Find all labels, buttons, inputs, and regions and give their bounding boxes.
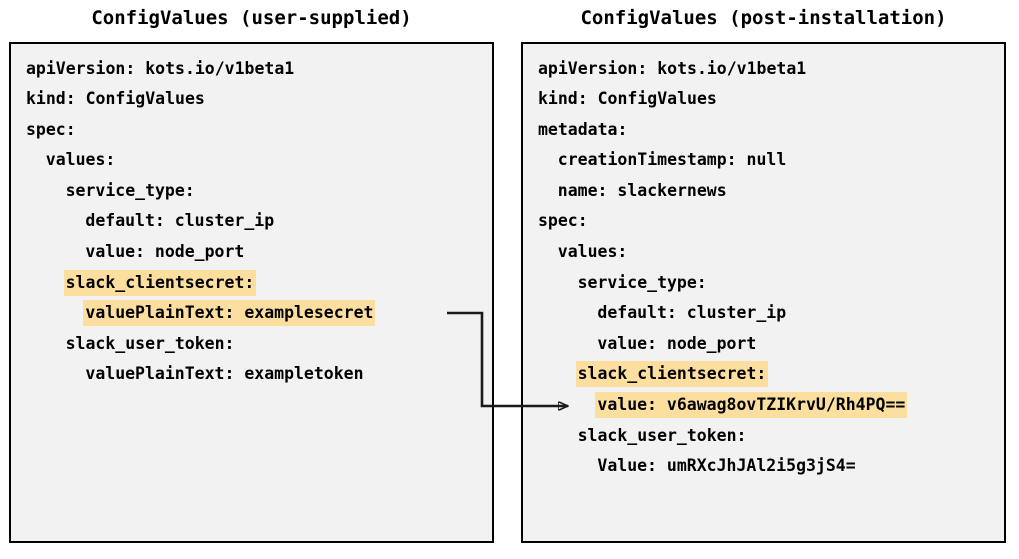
code-text: spec:: [538, 211, 588, 231]
code-text: default: cluster_ip: [85, 211, 275, 231]
code-line: slack_user_token:: [11, 328, 492, 359]
code-line: values:: [11, 145, 492, 176]
code-line: service_type:: [523, 267, 1004, 298]
code-text: spec:: [26, 119, 76, 139]
code-text: default: cluster_ip: [597, 303, 787, 323]
code-line: kind: ConfigValues: [523, 84, 1004, 115]
code-text: slack_user_token:: [577, 425, 747, 445]
code-line: slack_clientsecret:: [11, 267, 492, 298]
code-line: slack_clientsecret:: [523, 359, 1004, 390]
code-text: value: node_port: [597, 333, 757, 353]
code-line: service_type:: [11, 175, 492, 206]
code-line: valuePlainText: exampletoken: [11, 359, 492, 390]
code-line: metadata:: [523, 114, 1004, 145]
code-line: Value: umRXcJhJAl2i5g3jS4=: [523, 451, 1004, 482]
code-text: name: slackernews: [557, 180, 727, 200]
code-text: apiVersion: kots.io/v1beta1: [26, 58, 295, 78]
highlighted-code-text: value: v6awag8ovTZIKrvU/Rh4PQ==: [595, 392, 908, 419]
code-line: values:: [523, 237, 1004, 268]
code-text: creationTimestamp: null: [557, 150, 787, 170]
code-text: kind: ConfigValues: [538, 89, 717, 109]
code-line: value: v6awag8ovTZIKrvU/Rh4PQ==: [523, 390, 1004, 421]
code-text: apiVersion: kots.io/v1beta1: [538, 58, 807, 78]
left-code-block: apiVersion: kots.io/v1beta1 kind: ConfigV…: [11, 44, 492, 390]
code-line: default: cluster_ip: [11, 206, 492, 237]
left-config-panel: apiVersion: kots.io/v1beta1 kind: ConfigV…: [9, 42, 494, 543]
code-line: slack_user_token:: [523, 420, 1004, 451]
left-panel-title: ConfigValues (user-supplied): [91, 7, 412, 29]
right-panel-title: ConfigValues (post-installation): [580, 7, 947, 29]
code-line: apiVersion: kots.io/v1beta1: [523, 53, 1004, 84]
code-line: apiVersion: kots.io/v1beta1: [11, 53, 492, 84]
code-text: value: node_port: [85, 242, 245, 262]
code-line: value: node_port: [11, 237, 492, 268]
code-text: service_type:: [577, 272, 707, 292]
code-line: kind: ConfigValues: [11, 84, 492, 115]
code-line: spec:: [523, 206, 1004, 237]
code-text: service_type:: [65, 180, 195, 200]
code-text: kind: ConfigValues: [26, 89, 205, 109]
code-text: valuePlainText: exampletoken: [85, 364, 364, 384]
highlighted-code-text: slack_clientsecret:: [575, 361, 769, 388]
code-line: creationTimestamp: null: [523, 145, 1004, 176]
code-text: values:: [557, 242, 628, 262]
code-text: metadata:: [538, 119, 628, 139]
highlighted-code-text: slack_clientsecret:: [63, 269, 257, 296]
code-line: default: cluster_ip: [523, 298, 1004, 329]
right-code-block: apiVersion: kots.io/v1beta1 kind: ConfigV…: [523, 44, 1004, 481]
code-line: valuePlainText: examplesecret: [11, 298, 492, 329]
code-text: Value: umRXcJhJAl2i5g3jS4=: [597, 456, 856, 476]
code-text: values:: [45, 150, 116, 170]
code-text: slack_user_token:: [65, 333, 235, 353]
code-line: value: node_port: [523, 328, 1004, 359]
right-config-panel: apiVersion: kots.io/v1beta1 kind: ConfigV…: [521, 42, 1006, 543]
code-line: spec:: [11, 114, 492, 145]
code-line: name: slackernews: [523, 175, 1004, 206]
highlighted-code-text: valuePlainText: examplesecret: [83, 300, 376, 327]
